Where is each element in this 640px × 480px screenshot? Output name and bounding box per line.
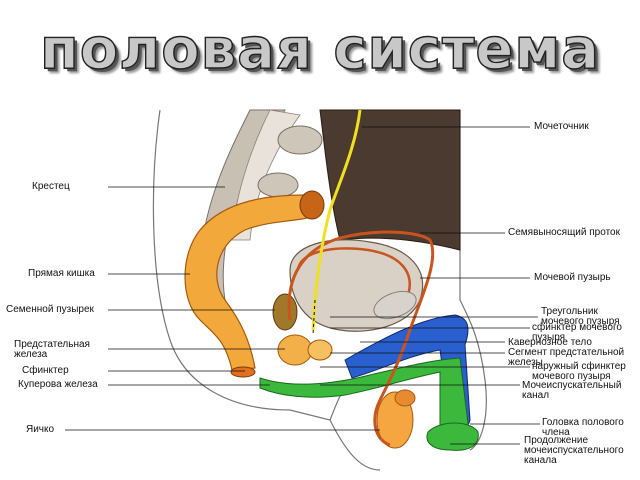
leader-lines-left [65, 186, 380, 431]
epididymis [394, 389, 416, 407]
label-prodolzhenie: Продолжение мочеиспускательного канала [524, 435, 624, 466]
label-naruzhny: наружный сфинктер мочевого пузыря [532, 361, 626, 382]
leader-lines-right [320, 126, 540, 445]
label-krestets: Крестец [32, 181, 70, 192]
label-mochetochnik: Мочеточник [534, 121, 589, 132]
label-mocheispuskatelny: Мочеиспускательный канал [522, 380, 622, 401]
pubic-bone [373, 290, 417, 320]
label-kuperova: Куперова железа [18, 379, 98, 390]
label-kavernoznoe: Кавернозное тело [508, 337, 592, 348]
label-predstatelnaya: Предстательная железа [14, 339, 90, 360]
label-golovka: Головка полового члена [542, 417, 624, 438]
glans [426, 422, 479, 451]
label-treugolnik: Треугольник мочевого пузыря [541, 306, 620, 327]
prostate [277, 334, 313, 366]
anus [230, 366, 256, 378]
page-title: половая система [39, 17, 600, 82]
label-sfinkter: Сфинктер [22, 365, 69, 376]
vertebra [277, 125, 323, 155]
label-pryamaya-kishka: Прямая кишка [28, 268, 95, 279]
vertebra [257, 172, 299, 198]
label-sfinkter-mochevogo: сфинктер мочевого пузыря [532, 322, 622, 343]
seminal-vesicle [272, 293, 298, 331]
prostate-segment [307, 339, 333, 361]
label-semyavynosyashchiy: Семявыносящий проток [508, 227, 620, 238]
rectum-top [299, 190, 325, 220]
label-semennoy-puzyrek: Семенной пузырек [6, 304, 94, 315]
label-segment: Сегмент предстательной железы [508, 347, 625, 368]
vas-deferens [287, 230, 435, 447]
label-yaichko: Яичко [26, 424, 55, 435]
ureter [311, 109, 362, 331]
label-mochevoy-puzyr: Мочевой пузырь [534, 272, 611, 283]
